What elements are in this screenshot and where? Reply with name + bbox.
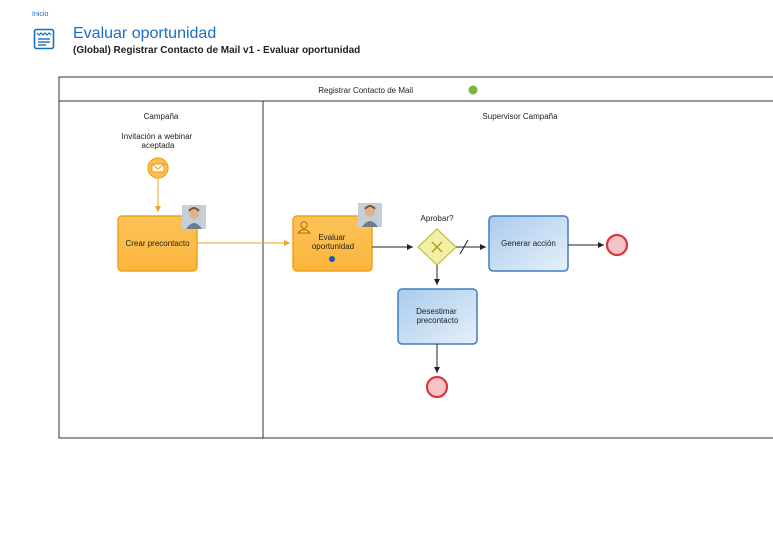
start-event-label-line1: Invitación a webinar [122, 132, 193, 141]
task-label: Desestimar precontacto [416, 307, 459, 325]
default-flow-marker [459, 239, 469, 255]
current-step-indicator [329, 256, 335, 262]
task-label-line2: oportunidad [312, 242, 354, 251]
status-dot [468, 85, 478, 95]
lane-label-campana: Campaña [144, 112, 179, 121]
mail-icon [151, 163, 165, 173]
page-subtitle: (Global) Registrar Contacto de Mail v1 -… [73, 45, 361, 56]
end-event[interactable] [425, 375, 449, 399]
task-label-line2: precontacto [417, 316, 459, 325]
task-label-line1: Evaluar [318, 233, 345, 242]
start-event[interactable] [147, 157, 169, 179]
task-desestimar-precontacto[interactable]: Desestimar precontacto [397, 288, 478, 345]
task-label-line1: Desestimar [416, 307, 457, 316]
gateway-aprobar[interactable] [417, 228, 457, 266]
task-generar-accion[interactable]: Generar acción [488, 215, 569, 272]
task-evaluar-oportunidad[interactable]: Evaluar oportunidad [292, 215, 373, 272]
pool: Registrar Contacto de Mail [58, 76, 773, 439]
user-icon [296, 221, 312, 234]
task-label: Evaluar oportunidad [312, 233, 354, 251]
end-event[interactable] [605, 233, 629, 257]
lane-label-supervisor: Supervisor Campaña [482, 112, 558, 121]
start-event-label-line2: aceptada [142, 141, 175, 150]
avatar [182, 205, 206, 229]
gateway-label: Aprobar? [421, 214, 454, 223]
pool-title: Registrar Contacto de Mail [318, 86, 413, 95]
form-icon [33, 28, 55, 50]
start-event-label: Invitación a webinar aceptada [122, 132, 195, 150]
avatar [358, 203, 382, 227]
task-label: Generar acción [501, 239, 556, 248]
close-icon [431, 241, 443, 253]
task-label: Crear precontacto [125, 239, 190, 248]
breadcrumb[interactable]: Inicio [32, 11, 49, 18]
page-title: Evaluar oportunidad [73, 25, 217, 42]
